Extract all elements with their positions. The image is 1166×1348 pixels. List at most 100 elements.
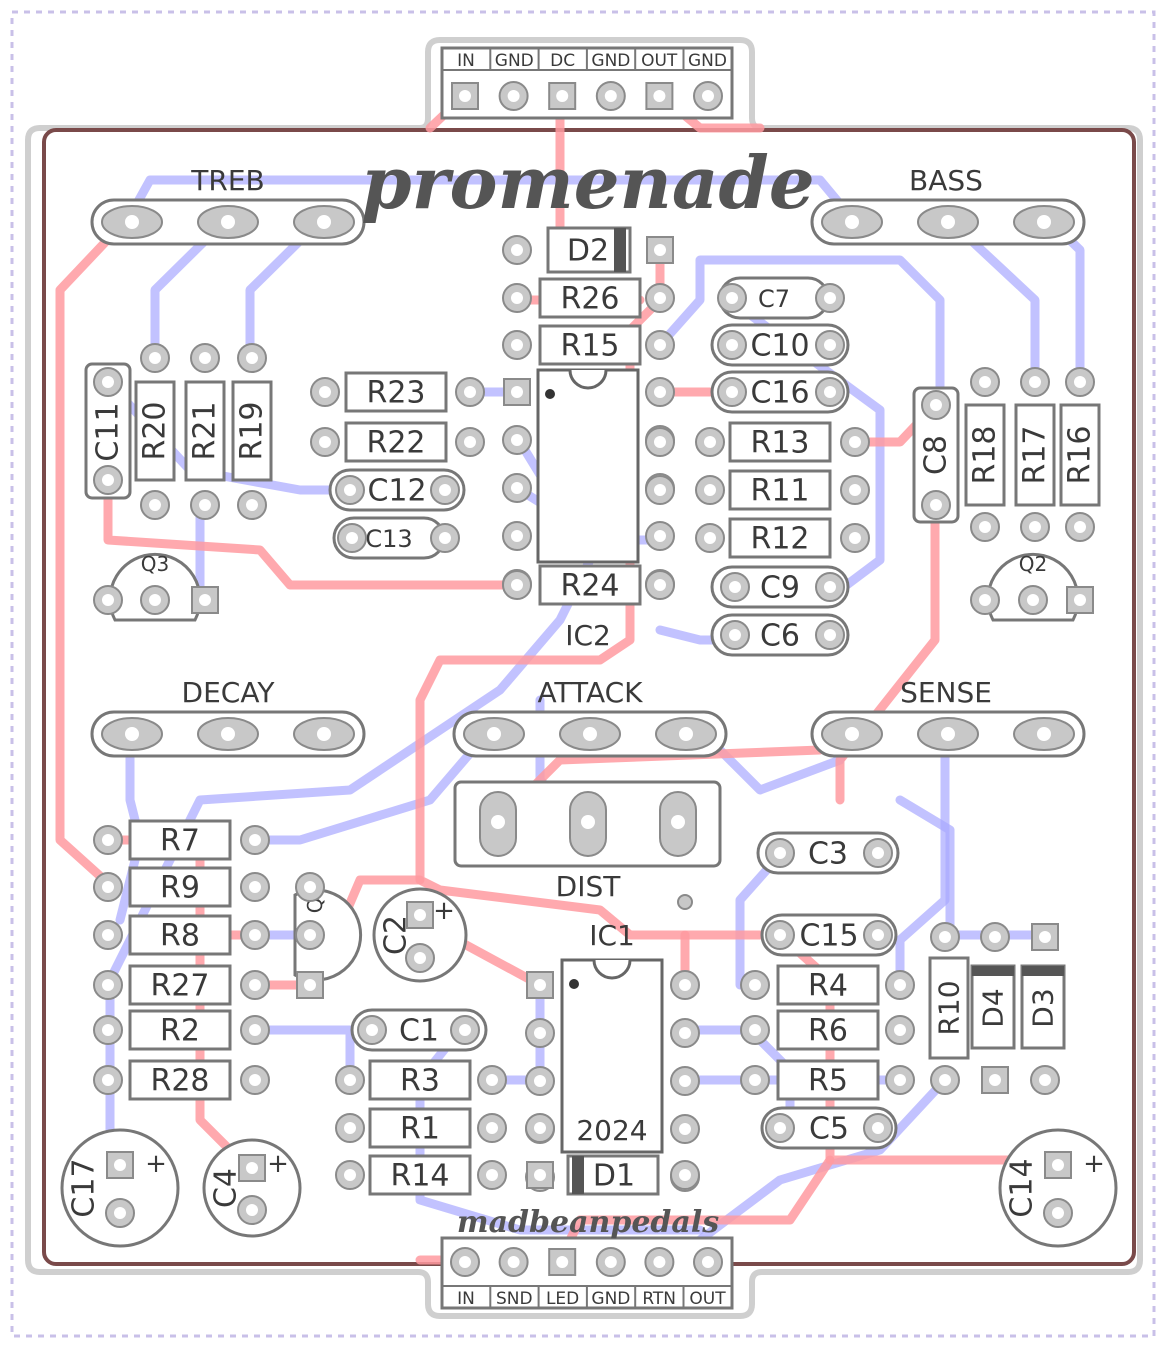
cap-body — [756, 831, 900, 875]
diode-label: D1 — [593, 1159, 635, 1194]
pad-hole — [249, 881, 261, 893]
pad-hole — [979, 594, 991, 606]
pad-hole — [654, 292, 666, 304]
resistor-label: R28 — [150, 1064, 209, 1099]
pad-hole — [1029, 376, 1041, 388]
pad-hole — [249, 834, 261, 846]
pad-hole — [604, 1256, 617, 1268]
electrolytic-label: C14 — [1005, 1158, 1040, 1217]
pad-hole — [304, 881, 316, 893]
pad-hole — [872, 847, 884, 859]
ic2: IC2 — [536, 368, 640, 652]
pad-hole — [824, 629, 836, 641]
top-header-label: DC — [550, 51, 575, 71]
electrolytic-body — [60, 1128, 180, 1248]
pads — [93, 81, 1095, 1277]
pad-hole — [246, 1204, 258, 1216]
cap-label: C6 — [760, 619, 800, 654]
pad-hole — [749, 1074, 761, 1086]
diode-label: D2 — [567, 234, 609, 269]
pad-hole — [102, 376, 114, 388]
pad-hole — [849, 532, 861, 544]
pad-hole — [894, 1024, 906, 1036]
pad-hole — [199, 499, 211, 511]
electrolytic-body — [998, 1128, 1118, 1248]
cap-body — [760, 1106, 898, 1150]
ic1-label: IC1 — [589, 919, 635, 952]
polarity-plus: + — [145, 1149, 167, 1179]
pad-hole — [534, 1027, 546, 1039]
pad-hole — [654, 386, 666, 398]
resistor-body — [368, 1059, 472, 1101]
pot-hole — [221, 727, 235, 741]
dist-label: DIST — [556, 870, 622, 903]
board-title: promenade — [361, 140, 814, 225]
resistor-label: R2 — [160, 1014, 200, 1049]
pad-hole — [511, 579, 523, 591]
pad-hole — [511, 292, 523, 304]
pad-hole — [654, 530, 666, 542]
square-pad — [238, 1154, 266, 1182]
pot-hole — [221, 215, 235, 229]
pad-hole — [249, 1074, 261, 1086]
resistor-label: R23 — [366, 376, 425, 411]
resistor-body — [728, 517, 832, 559]
cap-body — [328, 468, 466, 512]
bottom-header-label: RTN — [642, 1289, 676, 1309]
resistor-body — [128, 819, 232, 861]
resistor-label: R27 — [150, 969, 209, 1004]
transistor-label: Q2 — [1019, 552, 1047, 576]
pad-hole — [304, 929, 316, 941]
resistor-body — [344, 421, 448, 463]
pad-hole — [199, 352, 211, 364]
pad-hole — [102, 881, 114, 893]
pad-hole — [726, 339, 738, 351]
pot-hole — [941, 215, 955, 229]
resistor-label: R21 — [188, 401, 223, 460]
top-header-label: IN — [457, 51, 475, 71]
via — [677, 894, 693, 910]
pad-hole — [246, 352, 258, 364]
resistor-label: R18 — [968, 425, 1003, 484]
pad-hole — [414, 952, 426, 964]
pot-hole — [317, 215, 331, 229]
pad-hole — [989, 1074, 1001, 1086]
resistor-body — [128, 1059, 232, 1101]
electrolytic-body — [372, 887, 468, 983]
pad-hole — [702, 1256, 714, 1268]
polarity-plus: + — [433, 896, 455, 926]
pad-hole — [1039, 931, 1051, 943]
pad-hole — [102, 979, 114, 991]
pad-hole — [679, 1169, 691, 1181]
resistor-body — [538, 564, 642, 606]
pad-hole — [679, 979, 691, 991]
pad-hole — [149, 499, 161, 511]
pad-hole — [726, 386, 738, 398]
resistor-body — [728, 421, 832, 463]
pad-hole — [979, 376, 991, 388]
diode-body — [970, 964, 1016, 1050]
pad-hole — [654, 484, 666, 496]
resistor-body — [128, 914, 232, 956]
resistor-body — [368, 1154, 472, 1196]
top-header-label: OUT — [641, 51, 678, 71]
pad-hole — [511, 434, 523, 446]
diode-body — [1020, 964, 1066, 1050]
pad-hole — [344, 484, 356, 496]
pad-hole — [1074, 594, 1086, 606]
pad-hole — [459, 1256, 471, 1268]
resistor-label: R22 — [366, 426, 425, 461]
pad-hole — [304, 979, 316, 991]
resistor-body — [776, 1059, 880, 1101]
pad-hole — [486, 1169, 498, 1181]
pad-hole — [1052, 1207, 1064, 1219]
pad-hole — [556, 1256, 569, 1268]
resistor-body — [928, 956, 970, 1060]
pad-hole — [246, 1162, 258, 1174]
transistor-label: Q3 — [141, 552, 169, 576]
pad-hole — [249, 929, 261, 941]
diode-band — [614, 228, 626, 272]
pad-hole — [464, 386, 476, 398]
pad-hole — [704, 484, 716, 496]
